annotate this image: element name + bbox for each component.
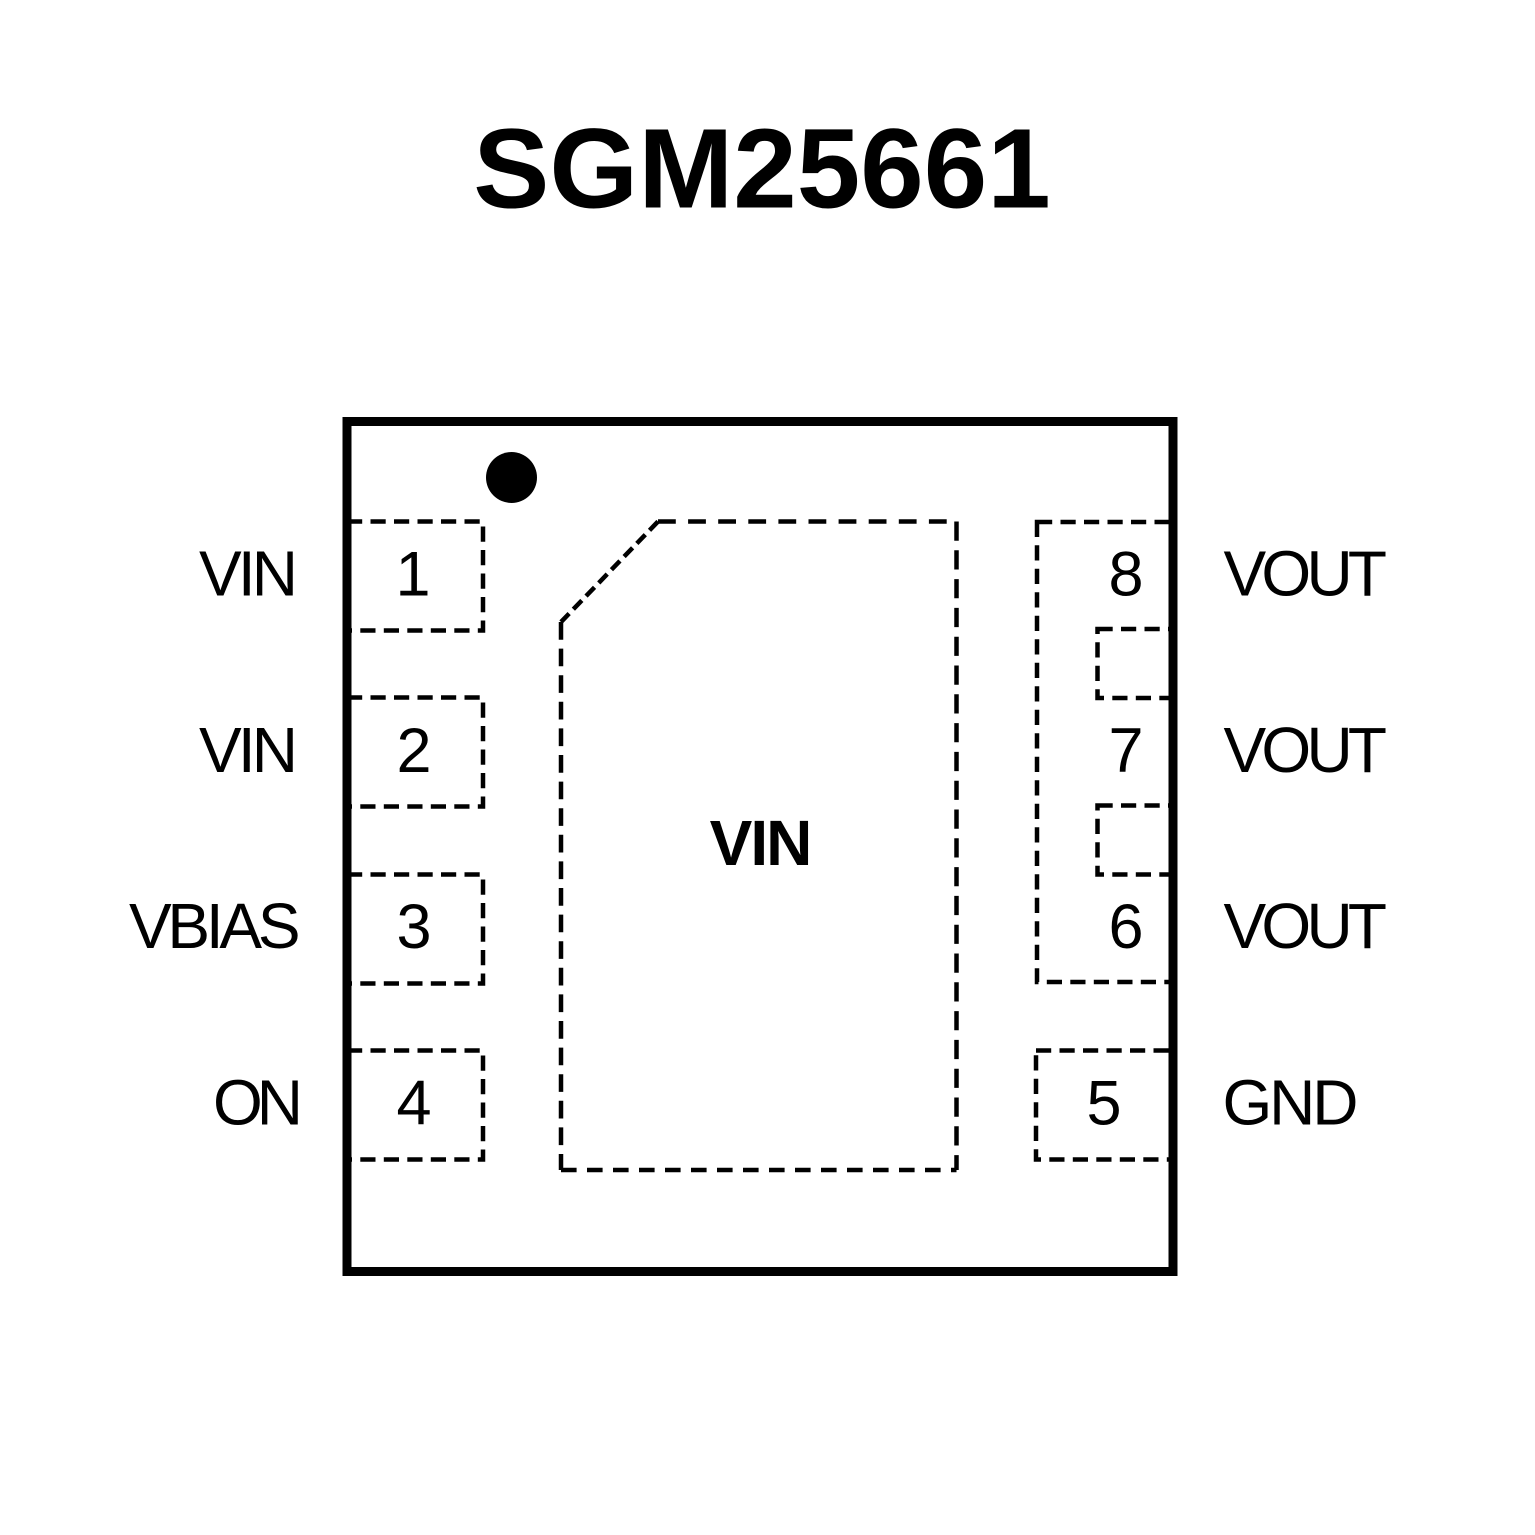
svg-text:4: 4 (396, 1068, 431, 1138)
svg-text:VIN: VIN (199, 538, 298, 610)
svg-text:SGM25661: SGM25661 (473, 106, 1051, 232)
svg-text:6: 6 (1108, 892, 1143, 962)
svg-text:3: 3 (396, 892, 431, 962)
svg-text:VOUT: VOUT (1224, 890, 1388, 962)
svg-text:VOUT: VOUT (1224, 538, 1388, 610)
svg-text:VIN: VIN (199, 714, 298, 786)
svg-text:1: 1 (395, 540, 430, 610)
svg-text:VIN: VIN (710, 807, 811, 879)
svg-text:VOUT: VOUT (1224, 714, 1388, 786)
svg-text:VBIAS: VBIAS (129, 890, 301, 962)
svg-text:GND: GND (1223, 1066, 1359, 1138)
svg-text:8: 8 (1108, 540, 1143, 610)
svg-text:2: 2 (396, 716, 431, 786)
svg-text:5: 5 (1086, 1068, 1121, 1138)
svg-text:7: 7 (1108, 716, 1143, 786)
svg-text:ON: ON (213, 1066, 303, 1138)
